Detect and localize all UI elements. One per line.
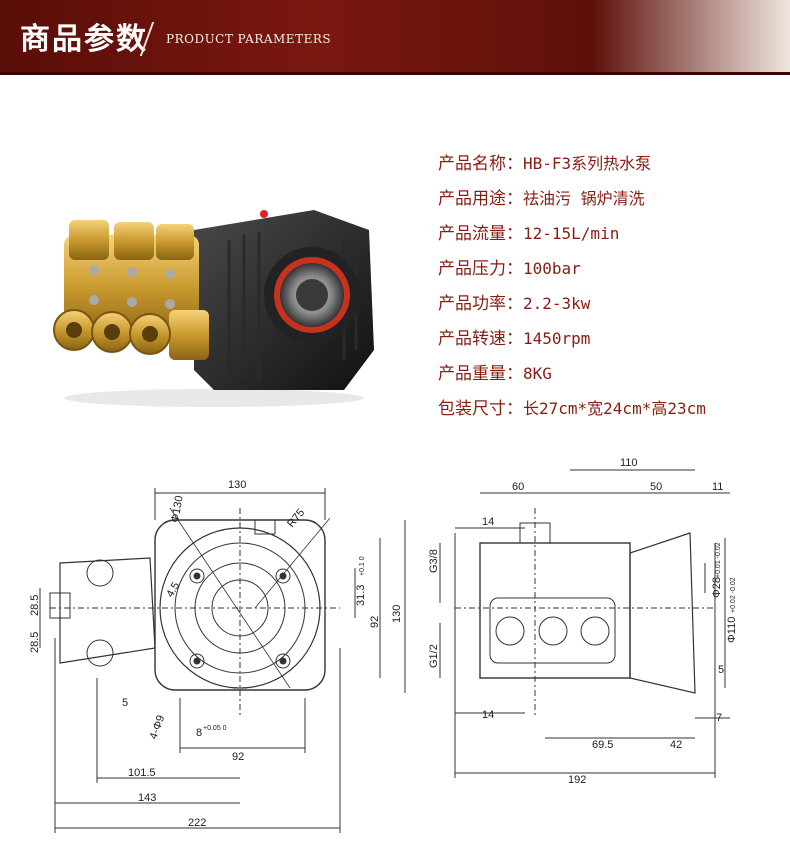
spec-row: 产品压力：100bar <box>438 259 581 279</box>
dim-label: 28.5 <box>29 632 41 653</box>
header-banner: 商品参数 PRODUCT PARAMETERS <box>0 0 790 75</box>
dim-label: 92 <box>232 751 244 763</box>
spec-row: 产品流量：12-15L/min <box>438 224 620 244</box>
pump-photo <box>53 210 374 407</box>
dim-label: +0.02 -0.02 <box>730 577 737 613</box>
spec-row: 产品用途：祛油污 锅炉清洗 <box>438 189 645 209</box>
dim-label: 14 <box>482 516 494 528</box>
dim-label: 7 <box>716 712 722 724</box>
dim-label: 101.5 <box>128 767 156 779</box>
spec-row: 产品功率：2.2-3kw <box>438 294 591 314</box>
spec-list: 产品名称：HB-F3系列热水泵 产品用途：祛油污 锅炉清洗 产品流量：12-15… <box>438 146 778 426</box>
dim-label: 60 <box>512 481 524 493</box>
banner-title: 商品参数 <box>20 22 148 57</box>
dim-label: 31.3 <box>355 585 367 606</box>
dim-label: 42 <box>670 739 682 751</box>
dim-label: 92 <box>369 616 381 628</box>
dim-label: +0.05 0 <box>203 725 227 732</box>
banner-subtitle: PRODUCT PARAMETERS <box>166 32 332 46</box>
dim-label: 130 <box>391 605 403 623</box>
dim-label: 28.5 <box>29 595 41 616</box>
dim-label: 192 <box>568 774 586 786</box>
dim-label: Φ110 <box>726 617 738 643</box>
dim-label: 222 <box>188 817 206 829</box>
dim-label: 130 <box>228 479 246 491</box>
technical-drawing: 130 Φ130 R75 4.5 31.3 +0.1 0 92 130 28.5… <box>29 457 738 833</box>
dim-label: 50 <box>650 481 662 493</box>
dim-label: 8 <box>196 727 202 739</box>
dim-label: 143 <box>138 792 156 804</box>
dim-label: G3/8 <box>428 549 440 573</box>
spec-row: 包装尺寸：长27cm*宽24cm*高23cm <box>438 399 706 419</box>
dim-label: Φ130 <box>169 495 186 524</box>
dim-label: +0.01 -0.02 <box>715 542 722 578</box>
dim-label: +0.1 0 <box>359 556 366 576</box>
dim-label: G1/2 <box>428 644 440 668</box>
dim-label: 69.5 <box>592 739 613 751</box>
dim-label: Φ28 <box>711 577 723 598</box>
dim-label: 11 <box>712 481 723 493</box>
dim-label: 14 <box>482 709 494 721</box>
spec-row: 产品重量：8KG <box>438 364 552 384</box>
spec-row: 产品转速：1450rpm <box>438 329 591 349</box>
dim-label: R75 <box>285 507 307 530</box>
spec-row: 产品名称：HB-F3系列热水泵 <box>438 154 652 174</box>
dim-label: 5 <box>122 697 128 709</box>
dim-label: 4-Φ9 <box>148 714 168 741</box>
dim-label: 110 <box>620 457 638 469</box>
dim-label: 5 <box>718 664 724 676</box>
